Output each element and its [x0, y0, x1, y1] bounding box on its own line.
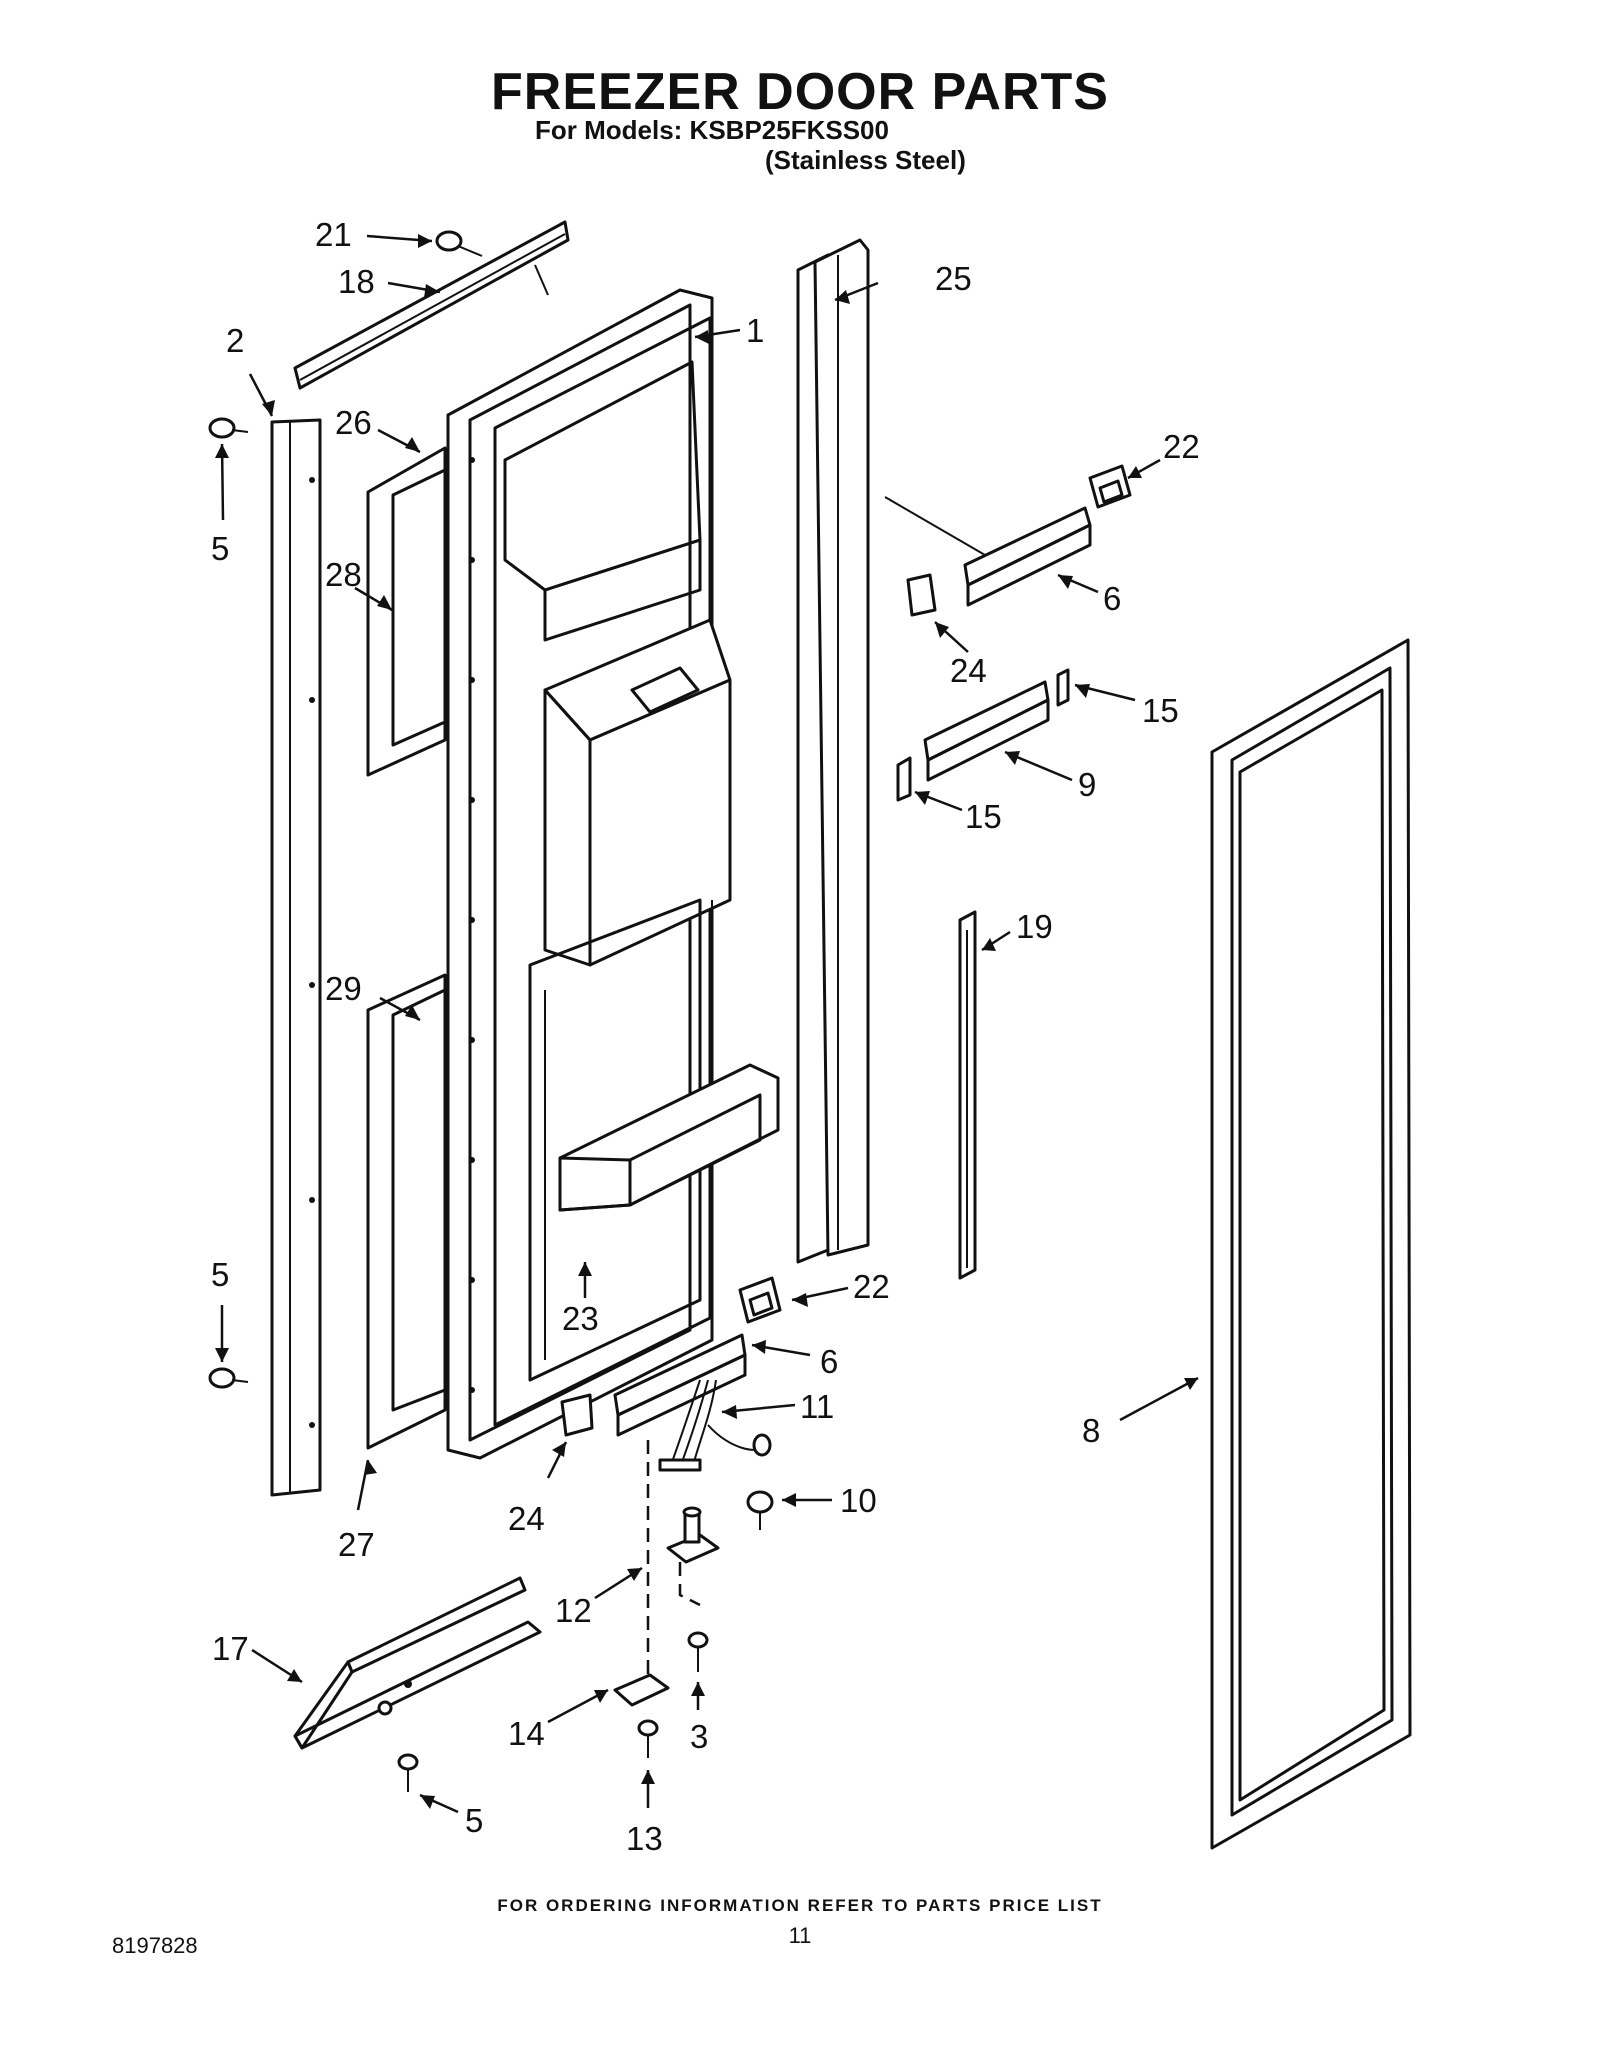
part-22-lower-clip — [738, 1276, 782, 1324]
part-6-upper-bar — [884, 496, 1092, 607]
part-13-screw — [637, 1719, 659, 1758]
callout-14: 14 — [508, 1715, 545, 1752]
callout-5-bottom: 5 — [465, 1802, 483, 1839]
part-25-hinge-trim — [796, 238, 870, 1264]
callout-25: 25 — [935, 260, 972, 297]
callout-12: 12 — [555, 1592, 592, 1629]
part-3-screw — [687, 1631, 709, 1672]
callout-10: 10 — [840, 1482, 877, 1519]
part-5-screw-lower — [208, 1367, 249, 1389]
part-22-upper-clip — [1088, 464, 1132, 509]
callout-5-upper: 5 — [211, 530, 229, 567]
part-19-strip — [958, 910, 977, 1280]
part-15-lower-clip — [896, 756, 912, 802]
callout-6-upper: 6 — [1103, 580, 1121, 617]
callout-24-upper: 24 — [950, 652, 987, 689]
part-21-screw — [435, 230, 483, 257]
callout-15-lower: 15 — [965, 798, 1002, 835]
callout-29: 29 — [325, 970, 362, 1007]
part-5-screw-bottom — [397, 1753, 419, 1792]
page-title: FREEZER DOOR PARTS — [491, 63, 1109, 121]
ordering-note: FOR ORDERING INFORMATION REFER TO PARTS … — [497, 1896, 1103, 1915]
finish-line: (Stainless Steel) — [765, 145, 966, 175]
part-10-screw — [746, 1490, 774, 1530]
models-line: For Models: KSBP25FKSS00 — [535, 115, 889, 145]
callout-6-lower: 6 — [820, 1343, 838, 1380]
part-8-door-gasket — [1210, 638, 1412, 1850]
callout-13: 13 — [626, 1820, 663, 1857]
callout-11: 11 — [800, 1388, 834, 1425]
callout-17: 17 — [212, 1630, 249, 1667]
part-5-screw-upper — [208, 417, 249, 439]
part-2-side-trim — [270, 418, 322, 1497]
part-26-upper-panel — [366, 446, 447, 777]
part-14-hinge-block — [613, 1673, 670, 1707]
callout-2: 2 — [226, 322, 244, 359]
arrowheads — [215, 234, 1198, 1809]
page-number: 11 — [788, 1923, 812, 1948]
part-24-upper-clip — [906, 573, 937, 617]
callout-28: 28 — [325, 556, 362, 593]
part-24-lower-clip — [560, 1393, 594, 1437]
part-11-wire-harness — [658, 1379, 772, 1472]
callout-22-lower: 22 — [853, 1268, 890, 1305]
callout-27: 27 — [338, 1526, 375, 1563]
callout-18: 18 — [338, 263, 375, 300]
callout-9: 9 — [1078, 766, 1096, 803]
part-6-lower-bar — [613, 1333, 747, 1437]
callout-23: 23 — [562, 1300, 599, 1337]
part-17-bottom-trim — [293, 1576, 542, 1750]
callout-22-upper: 22 — [1163, 428, 1200, 465]
part-9-bar — [923, 680, 1050, 782]
callout-8: 8 — [1082, 1412, 1100, 1449]
part-1-door-liner — [446, 288, 732, 1460]
callout-5-lower: 5 — [211, 1256, 229, 1293]
document-number: 8197828 — [112, 1933, 198, 1958]
callout-labels: 21 18 25 1 2 26 22 5 28 6 24 15 9 15 19 … — [211, 216, 1200, 1857]
part-18-top-trim — [293, 220, 570, 390]
callout-21: 21 — [315, 216, 352, 253]
part-23-door-bin — [558, 1063, 780, 1212]
callout-24-lower: 24 — [508, 1500, 545, 1537]
callout-15-upper: 15 — [1142, 692, 1179, 729]
callout-19: 19 — [1016, 908, 1053, 945]
part-15-upper-clip — [1056, 668, 1070, 707]
part-29-lower-panel — [366, 973, 447, 1450]
callout-1: 1 — [746, 312, 764, 349]
callout-3: 3 — [690, 1718, 708, 1755]
callout-26: 26 — [335, 404, 372, 441]
part-12-hinge — [666, 1506, 720, 1564]
